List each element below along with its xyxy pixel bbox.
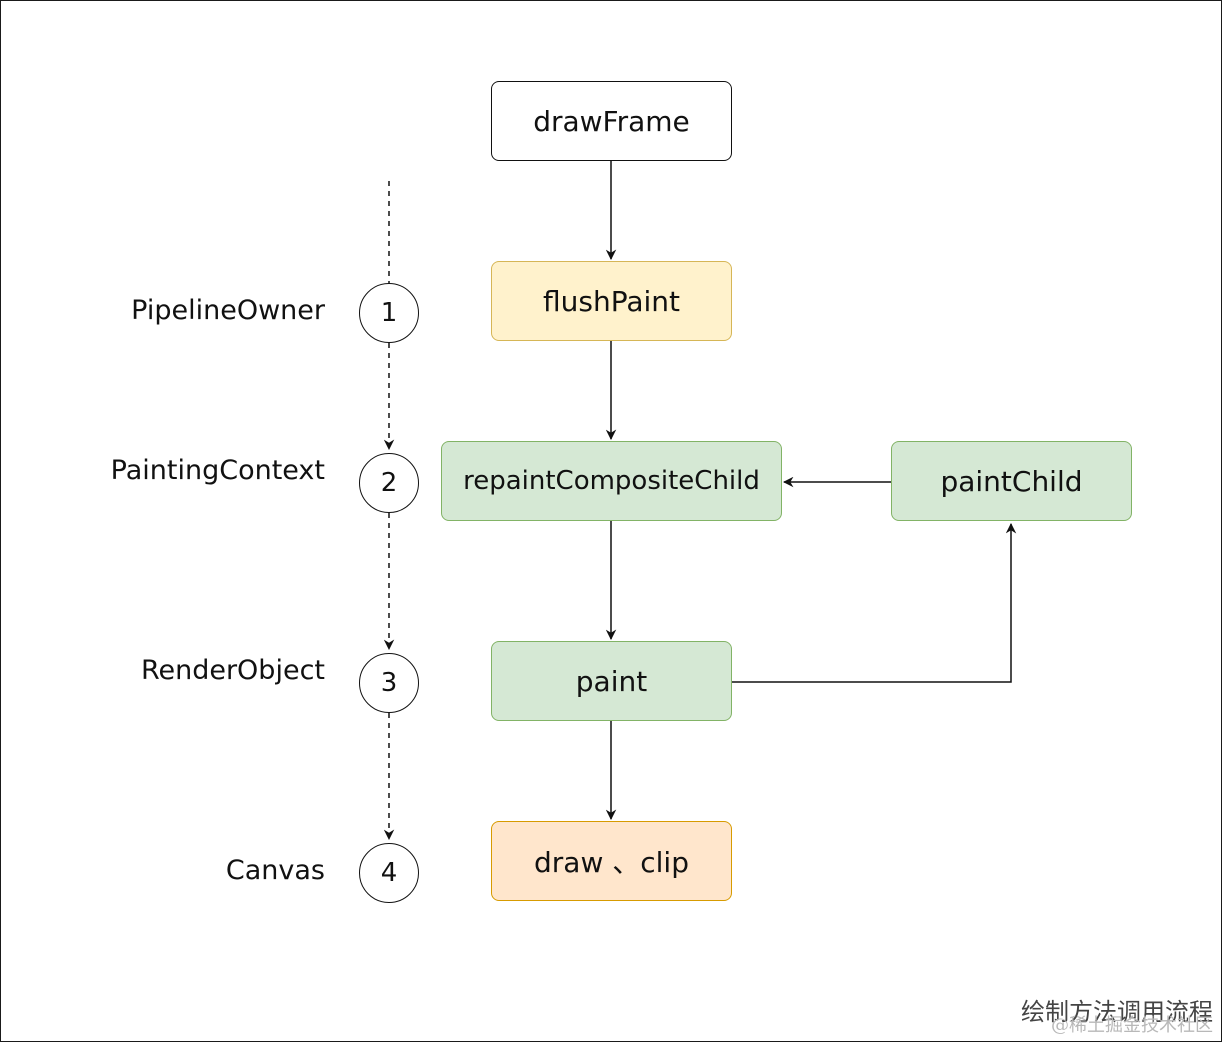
node-drawframe: drawFrame	[491, 81, 732, 161]
layer-label-pipelineowner: PipelineOwner	[131, 295, 325, 326]
node-flushpaint: flushPaint	[491, 261, 732, 341]
step-circle-2: 2	[359, 453, 419, 513]
diagram-caption: 绘制方法调用流程	[1021, 998, 1213, 1026]
arrow-paint-to-paintchild	[732, 522, 1017, 683]
step-circle-3: 3	[359, 653, 419, 713]
layer-label-canvas: Canvas	[225, 855, 325, 886]
layer-label-paintingcontext: PaintingContext	[110, 455, 325, 486]
node-paintchild: paintChild	[891, 441, 1132, 521]
node-repaintcompositechild: repaintCompositeChild	[441, 441, 782, 521]
step-circle-4: 4	[359, 843, 419, 903]
step-circle-1: 1	[359, 283, 419, 343]
node-paint: paint	[491, 641, 732, 721]
node-draw-clip: draw 、clip	[491, 821, 732, 901]
layer-label-renderobject: RenderObject	[140, 655, 325, 686]
watermark: @稀土掘金技术社区	[1051, 1015, 1213, 1036]
